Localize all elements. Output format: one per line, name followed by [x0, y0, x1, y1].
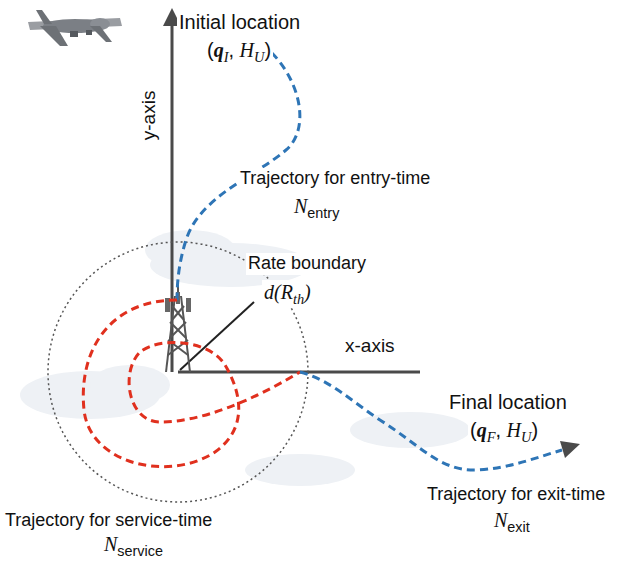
coordinate-label-text: (	[207, 39, 214, 61]
cloud	[20, 230, 470, 486]
axis-label: x-axis	[343, 335, 397, 358]
exit-trajectory	[300, 372, 562, 470]
coordinate-label-text: ,	[495, 419, 506, 441]
axis-label-text: y-axis	[139, 90, 160, 140]
coordinate-label-text: U	[521, 429, 531, 445]
coordinate-label-text: F	[487, 429, 496, 445]
axis-label-text: x-axis	[345, 335, 395, 356]
location-label-text: Initial location	[179, 11, 300, 33]
location-label: Initial location	[177, 10, 302, 34]
location-label: Final location	[447, 390, 569, 414]
coordinate-label-text: I	[224, 49, 229, 65]
service-trajectory	[83, 300, 300, 467]
coordinate-label-text: )	[531, 419, 538, 441]
coordinate-label-text: )	[264, 39, 271, 61]
radius-line	[180, 302, 254, 370]
coordinate-label-text: H	[240, 39, 254, 61]
time-symbol-text: N	[104, 533, 117, 555]
coordinate-label-text: (	[470, 419, 477, 441]
final-arrowhead	[560, 441, 580, 458]
coordinate-label-text: ,	[228, 39, 239, 61]
distance-symbol-text: d(	[264, 281, 281, 303]
time-symbol-text: N	[294, 195, 307, 217]
coordinate-label-text: U	[254, 49, 264, 65]
coordinate-label-text: H	[507, 419, 521, 441]
trajectory-label: Trajectory for service-time	[3, 510, 214, 532]
time-symbol: Nservice	[102, 532, 165, 560]
axis-label: y-axis	[139, 88, 162, 142]
trajectory-label-text: Trajectory for exit-time	[427, 484, 605, 504]
time-symbol-text: service	[117, 543, 163, 559]
coordinate-label: (qI, HU)	[205, 38, 273, 66]
time-symbol-text: exit	[507, 519, 529, 535]
trajectory-label: Trajectory for entry-time	[238, 168, 432, 190]
location-label-text: Final location	[449, 391, 567, 413]
distance-symbol-text: th	[293, 291, 304, 307]
time-symbol: Nexit	[492, 508, 532, 536]
boundary-label: Rate boundary	[246, 253, 368, 275]
time-symbol-text: entry	[307, 205, 339, 221]
trajectory-label-text: Trajectory for service-time	[5, 510, 212, 530]
drone-icon	[28, 10, 122, 46]
distance-symbol-text: )	[304, 281, 311, 303]
distance-symbol-text: R	[281, 281, 293, 303]
time-symbol: Nentry	[292, 194, 341, 222]
trajectory-label-text: Trajectory for entry-time	[240, 168, 430, 188]
coordinate-label: (qF, HU)	[468, 418, 540, 446]
time-symbol-text: N	[494, 509, 507, 531]
coordinate-label-text: q	[477, 419, 487, 441]
distance-symbol: d(Rth)	[262, 280, 313, 308]
trajectory-label: Trajectory for exit-time	[425, 484, 607, 506]
boundary-label-text: Rate boundary	[248, 253, 366, 273]
coordinate-label-text: q	[214, 39, 224, 61]
